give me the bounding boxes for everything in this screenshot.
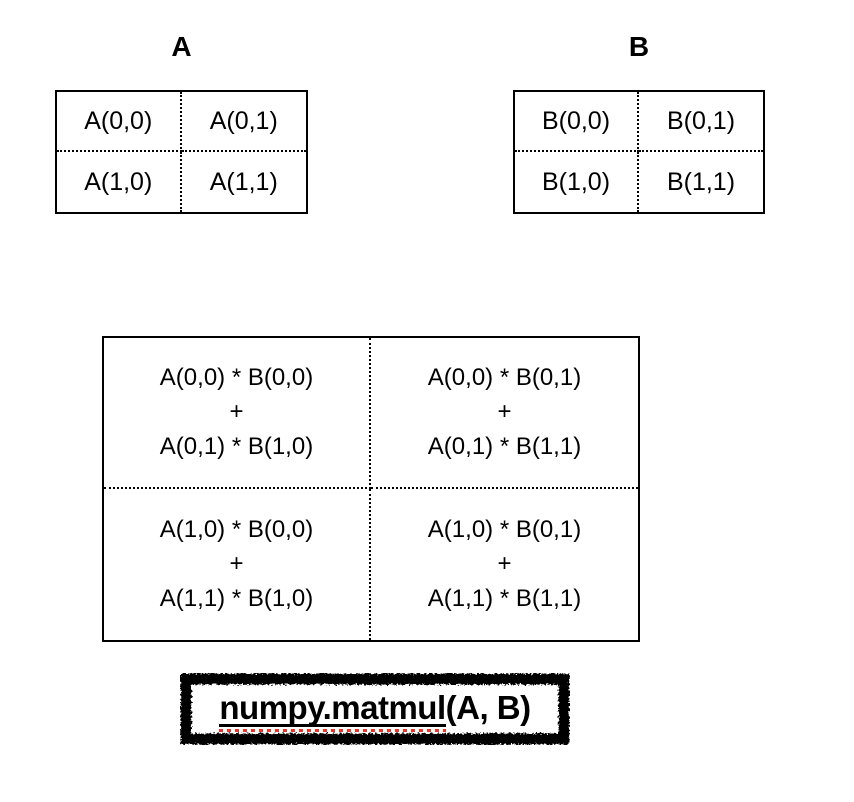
matrix-b-title: B [628,31,650,62]
caption-inner: numpy.matmul(A, B) [193,686,557,732]
matrix-a: A(0,0) A(0,1) A(1,0) A(1,1) [55,90,308,214]
result-cell-1-0-term2: A(1,1) * B(1,0) [159,584,314,612]
matrix-a-cell-0-0: A(0,0) [57,92,182,152]
matrix-b-cell-1-1: B(1,1) [666,167,736,196]
rough-border-frame [180,673,570,745]
result-cell-0-1-term1: A(0,0) * B(0,1) [427,364,582,392]
result-cell-0-0-term1: A(0,0) * B(0,0) [159,364,314,392]
result-cell-1-1-term2: A(1,1) * B(1,1) [427,584,582,612]
caption-underlined-part: numpy.matmul [219,689,446,732]
matrix-b-cell-0-0: B(0,0) [515,92,639,152]
matrix-result: A(0,0) * B(0,0) + A(0,1) * B(1,0) A(0,0)… [102,336,640,642]
result-cell-1-0-operator: + [229,550,244,578]
matrix-a-cell-0-1: A(0,1) [181,92,306,152]
result-cell-1-1-term1: A(1,0) * B(0,1) [427,516,582,544]
caption-box: numpy.matmul(A, B) [180,673,570,745]
matrix-a-title: A [171,31,192,62]
result-cell-1-1: A(1,0) * B(0,1) + A(1,1) * B(1,1) [371,489,638,640]
result-cell-0-0-operator: + [229,398,244,426]
result-cell-1-0-term1: A(1,0) * B(0,0) [159,516,314,544]
matrix-a-cell-1-0: A(1,0) [57,152,182,212]
caption-remainder-part: (A, B) [445,689,531,726]
caption-text-wrap: numpy.matmul(A, B) [219,689,531,732]
result-cell-0-1-operator: + [497,398,512,426]
result-cell-1-1-operator: + [497,550,512,578]
matrix-a-cell-1-1: A(1,1) [209,167,278,196]
matrix-b-cell-1-0: B(1,0) [515,152,639,212]
result-cell-1-0: A(1,0) * B(0,0) + A(1,1) * B(1,0) [104,489,371,640]
matrix-b-cell-0-1: B(0,1) [639,92,763,152]
matrix-b: B(0,0) B(0,1) B(1,0) B(1,1) [513,90,765,214]
result-cell-0-0: A(0,0) * B(0,0) + A(0,1) * B(1,0) [104,338,371,489]
result-cell-0-1: A(0,0) * B(0,1) + A(0,1) * B(1,1) [371,338,638,489]
caption-text: numpy.matmul(A, B) [219,689,531,732]
result-cell-0-0-term2: A(0,1) * B(1,0) [159,432,314,460]
result-cell-0-1-term2: A(0,1) * B(1,1) [427,432,582,460]
